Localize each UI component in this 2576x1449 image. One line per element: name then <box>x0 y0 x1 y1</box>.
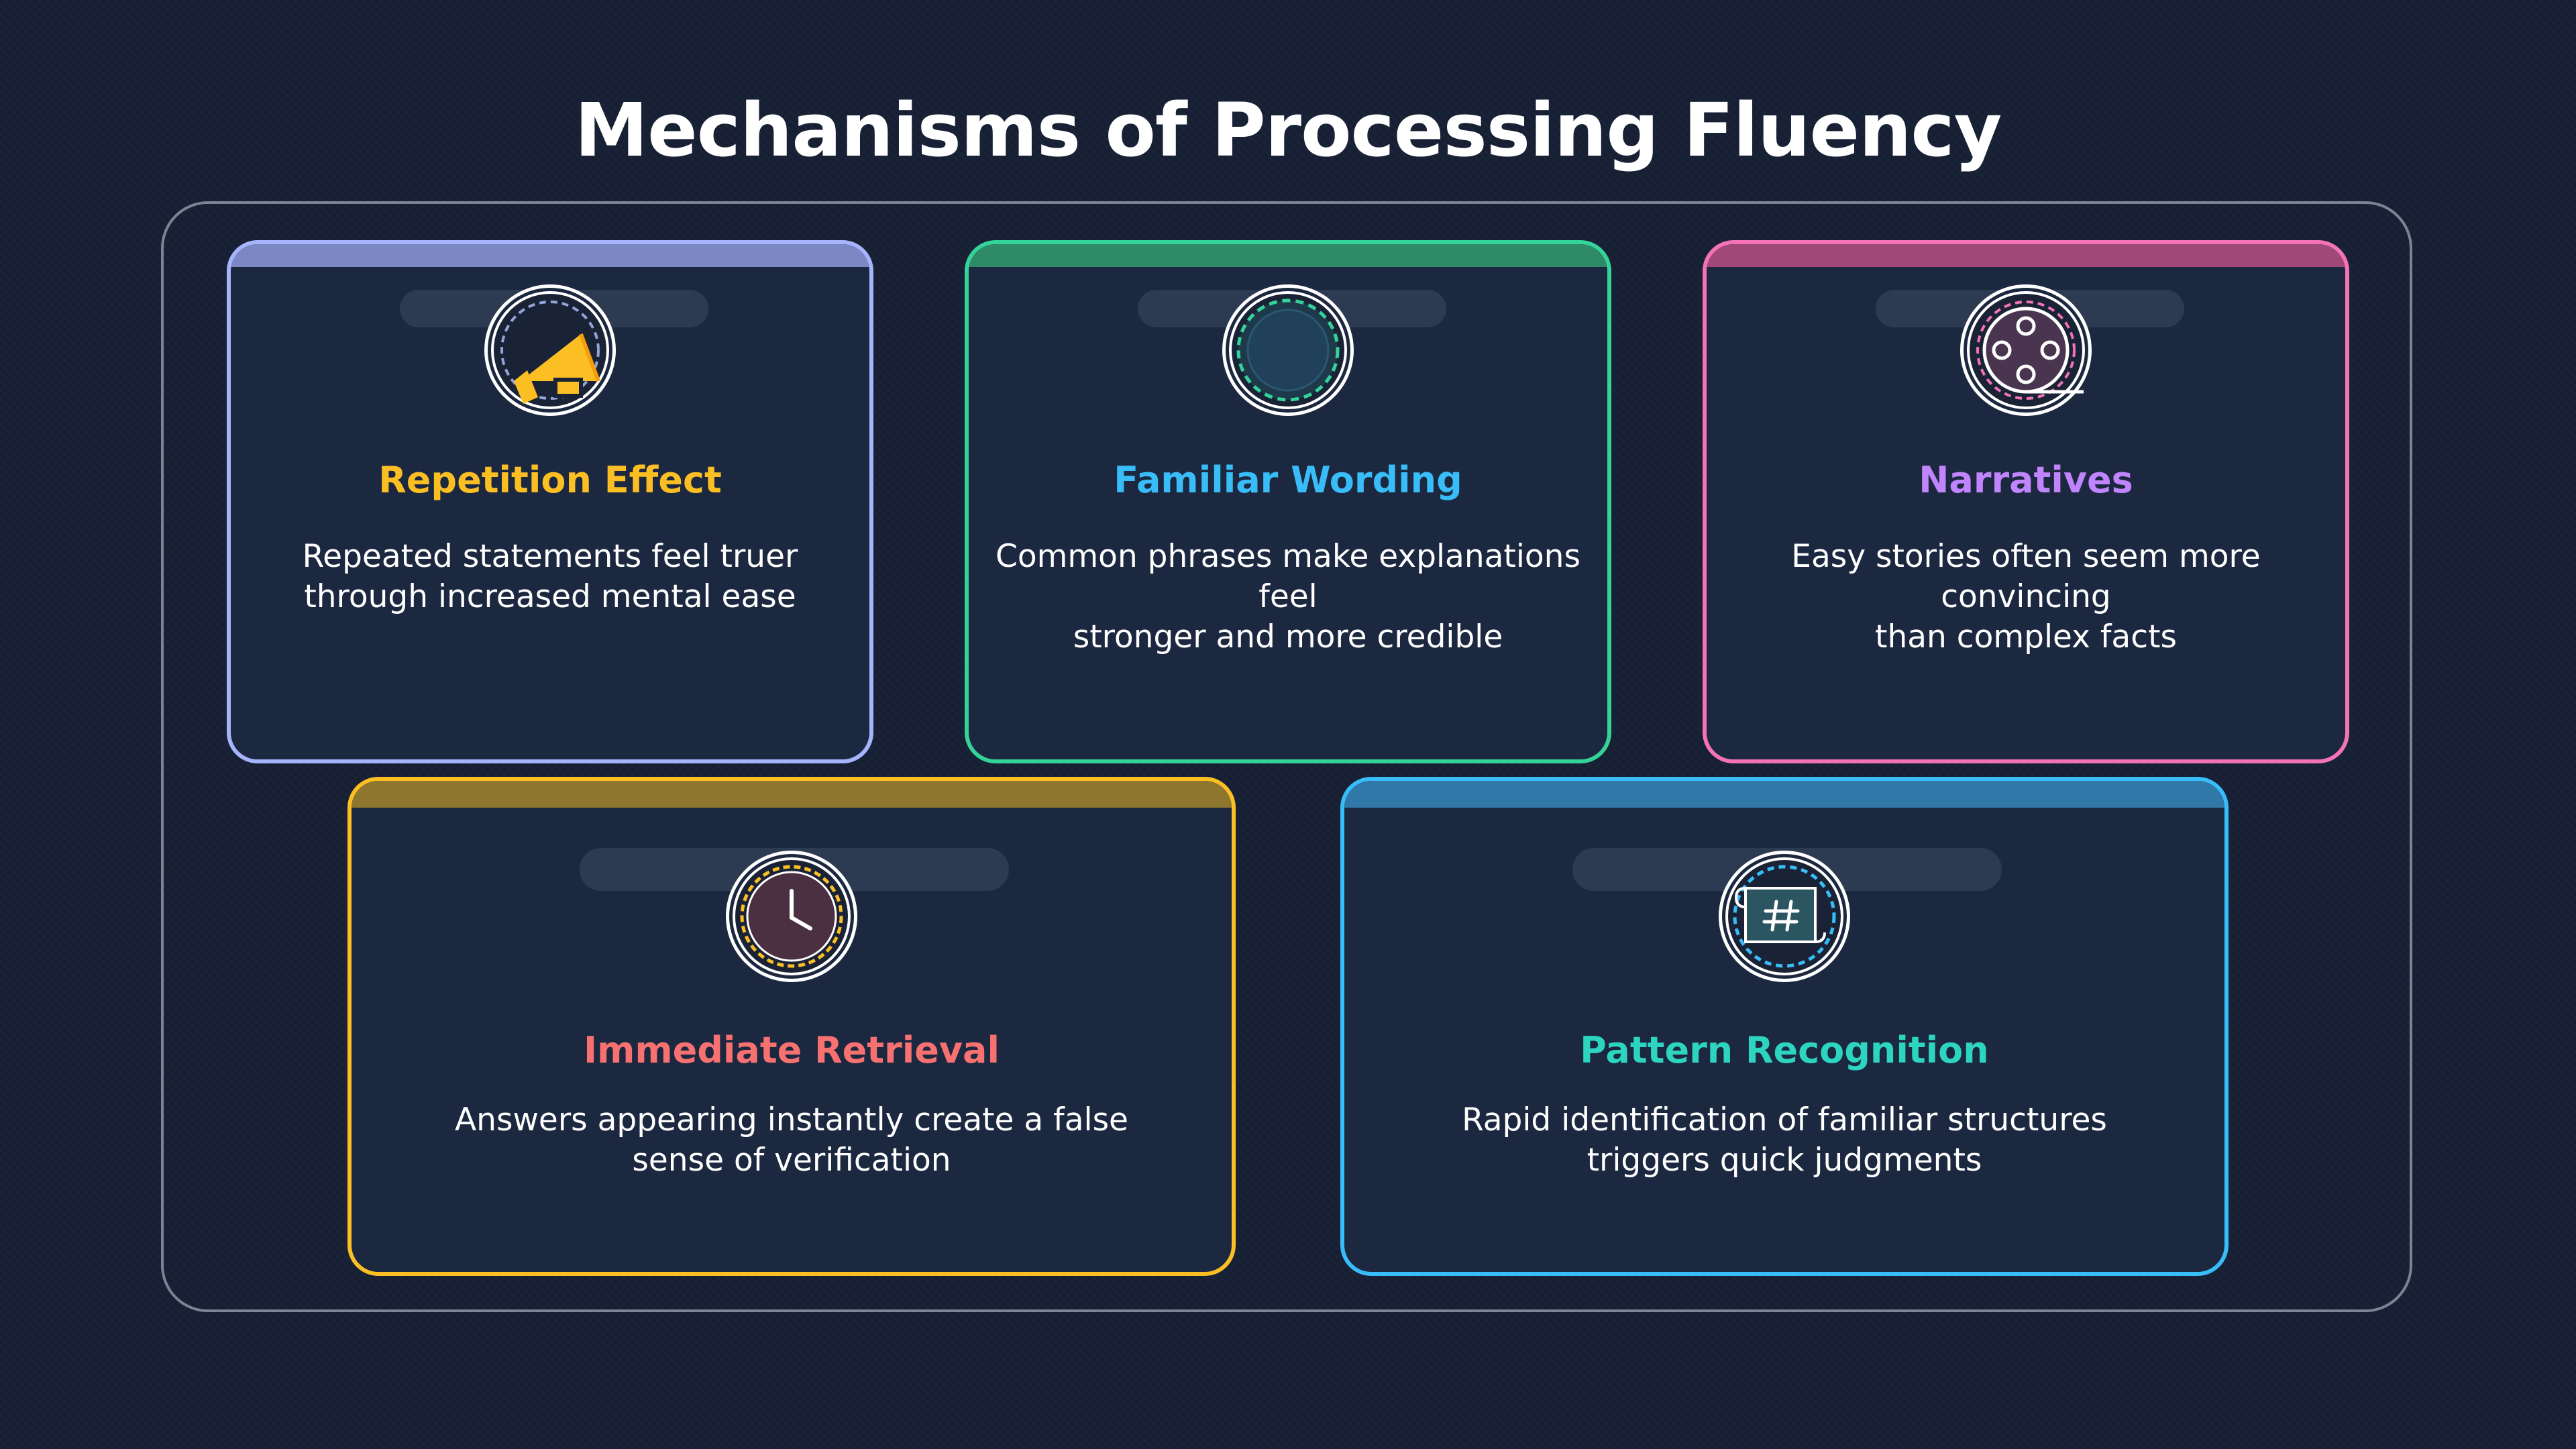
card-narratives: Narratives Easy stories often seem more … <box>1703 240 2349 763</box>
card-description: Common phrases make explanations feel st… <box>996 538 1580 655</box>
card-description: Repeated statements feel truer through i… <box>302 538 798 615</box>
card-immediate-retrieval: Immediate Retrieval Answers appearing in… <box>347 777 1236 1276</box>
card-title: Narratives <box>1919 459 2133 501</box>
card-title: Pattern Recognition <box>1580 1029 1989 1071</box>
card-header-bar <box>1707 244 2345 267</box>
card-description: Rapid identification of familiar structu… <box>1462 1102 2107 1179</box>
hash-scroll-icon <box>1715 847 1854 986</box>
film-reel-icon <box>1956 280 2096 420</box>
card-pattern-recognition: Pattern Recognition Rapid identification… <box>1340 777 2229 1276</box>
circle-icon <box>1218 280 1358 420</box>
card-title: Repetition Effect <box>378 459 722 501</box>
card-header-bar <box>352 781 1232 808</box>
card-repetition-effect: Repetition Effect Repeated statements fe… <box>227 240 873 763</box>
card-title: Familiar Wording <box>1114 459 1462 501</box>
clock-icon <box>722 847 861 986</box>
card-description: Easy stories often seem more convincing … <box>1791 538 2261 655</box>
diagram-frame <box>161 201 2412 1312</box>
page-title: Mechanisms of Processing Fluency <box>574 87 2002 173</box>
card-title: Immediate Retrieval <box>583 1029 1000 1071</box>
card-header-bar <box>1344 781 2224 808</box>
card-header-bar <box>231 244 869 267</box>
card-description: Answers appearing instantly create a fal… <box>455 1102 1128 1179</box>
megaphone-icon <box>480 280 620 420</box>
card-familiar-wording: Familiar Wording Common phrases make exp… <box>965 240 1611 763</box>
card-header-bar <box>969 244 1607 267</box>
